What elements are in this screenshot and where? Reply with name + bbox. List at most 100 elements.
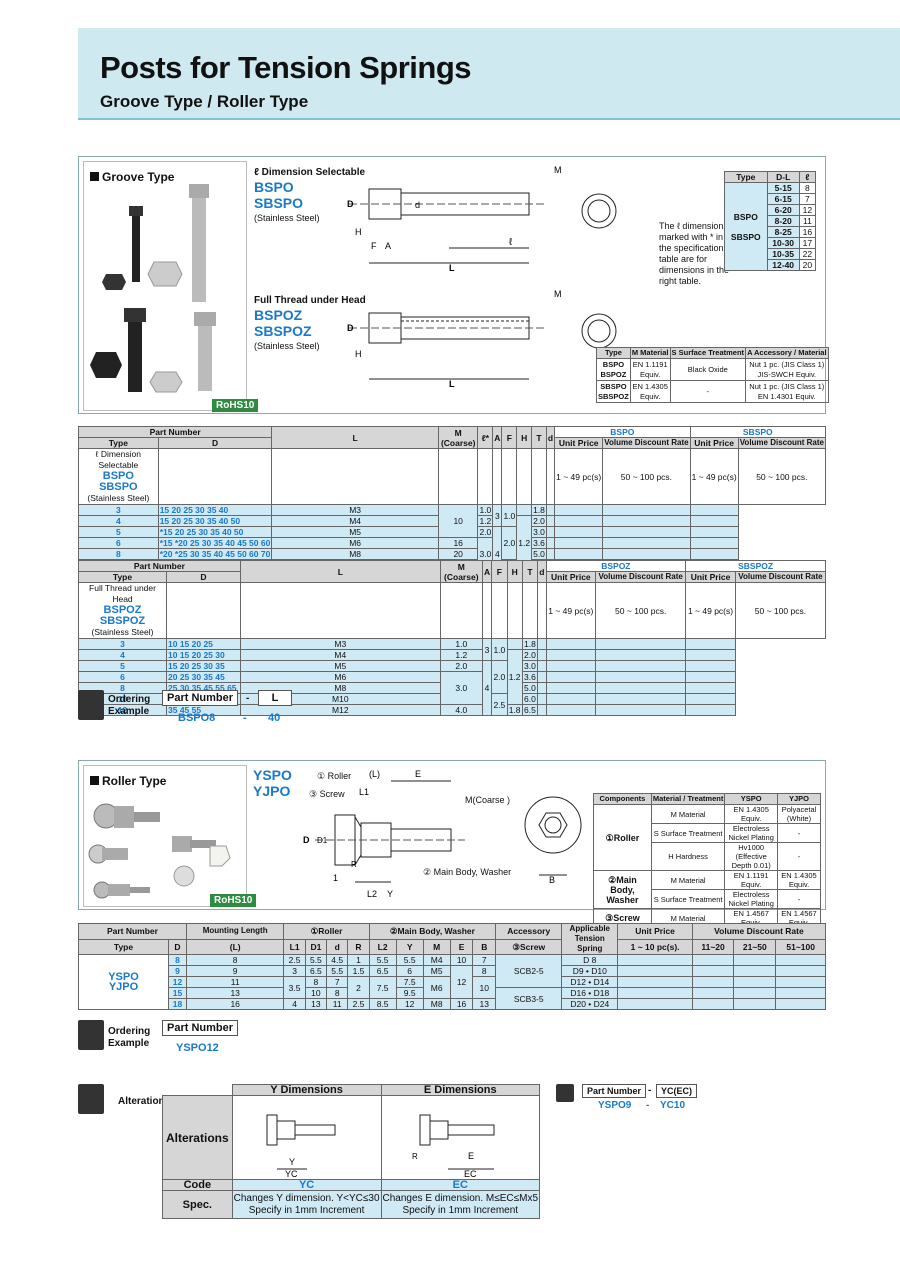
alt-order-icon	[556, 1084, 574, 1102]
t3-l2: 6.5	[368, 965, 397, 977]
t1-dd: 3.6	[531, 537, 547, 549]
price-cell	[691, 976, 735, 988]
price-cell	[595, 704, 687, 716]
t1-ell: 10	[437, 504, 479, 538]
t3-h-screw: ③Screw	[495, 938, 563, 955]
price-cell	[691, 954, 735, 966]
comp-cell: -	[777, 842, 821, 871]
price-cell	[545, 704, 597, 716]
comp-cell: EN 1.4305 Equiv.	[724, 804, 779, 824]
t3-h-v2: 21~50	[733, 938, 777, 955]
part-sbspo: SBSPO	[254, 195, 304, 211]
svg-text:H: H	[355, 227, 362, 237]
t1-l: 15 20 25 30 35 40 50	[157, 515, 273, 527]
t3-l1: 3	[283, 965, 306, 977]
dl-cell: 6-15	[766, 193, 800, 205]
t3-l1: 4	[283, 998, 306, 1010]
svg-text:M: M	[554, 289, 562, 299]
t2-h-bspoz: BSPOZ	[545, 560, 687, 572]
mat-h: Type	[596, 347, 631, 359]
y-dimension-drawing: YYC	[266, 1114, 336, 1179]
t3-h-ml: Mounting Length	[185, 923, 285, 940]
t3-l1: 2.5	[283, 954, 306, 966]
t2-qty: 1 ~ 49 pc(s)	[685, 582, 736, 639]
price-cell	[602, 548, 691, 560]
t3-b: 8	[472, 965, 497, 977]
part-bspo: BSPO	[254, 179, 294, 195]
t1-t	[516, 504, 533, 516]
t2-h-vdr: Volume Discount Rate	[734, 571, 827, 583]
price-cell	[602, 515, 691, 527]
t3-screw: SCB2-5	[495, 954, 563, 988]
price-cell	[554, 504, 604, 516]
mat-cell: -	[669, 380, 747, 403]
price-cell	[537, 693, 547, 705]
svg-text:A: A	[385, 241, 391, 251]
svg-text:EC: EC	[464, 1169, 477, 1177]
t1-h-f: F	[501, 426, 518, 449]
comp-name: ②Main Body, Washer	[593, 870, 652, 909]
alt-code-label: Code	[162, 1179, 233, 1191]
t3-h-D: D	[168, 938, 187, 955]
svg-text:ℓ: ℓ	[509, 237, 513, 248]
t1-d: 8	[78, 548, 159, 560]
svg-text:E: E	[415, 769, 421, 779]
t2-h: 1.0	[491, 638, 508, 661]
price-cell	[545, 693, 597, 705]
alt-row-label: Alterations	[162, 1095, 233, 1180]
t1-h-vdr: Volume Discount Rate	[602, 437, 691, 449]
svg-text:(L): (L)	[369, 769, 380, 779]
t3-d1: 13	[304, 998, 328, 1010]
t1-d: 4	[78, 515, 159, 527]
t3-d1: 10	[304, 987, 328, 999]
mat-cell: Nut 1 pc. (JIS Class 1) EN 1.4301 Equiv.	[745, 380, 829, 403]
t2-m: M12	[239, 704, 441, 716]
svg-text:L1: L1	[359, 787, 369, 797]
t3-h-roller: ①Roller	[283, 923, 370, 940]
t3-m: M8	[422, 998, 451, 1010]
price-cell	[685, 660, 736, 672]
price-cell	[733, 998, 777, 1010]
ord1-dash: -	[246, 693, 250, 704]
t2-h-up: Unit Price	[685, 571, 736, 583]
price-cell	[733, 965, 777, 977]
t3-h-up: Unit Price	[617, 923, 693, 940]
price-cell	[595, 693, 687, 705]
alt-h-e: E Dimensions	[380, 1084, 541, 1096]
price-cell	[685, 682, 736, 694]
comp-cell: -	[777, 889, 821, 909]
dl-h-ell: ℓ	[798, 171, 817, 183]
t3-spring: D20 • D24	[561, 998, 619, 1010]
t1-h-sbspo: SBSPO	[689, 426, 827, 438]
dl-cell: 8-25	[766, 226, 800, 238]
t1-d: 5	[78, 526, 159, 538]
bspoz-drawing: L DH M	[347, 289, 562, 387]
price-cell	[617, 954, 693, 966]
t1-a: 1.2	[477, 515, 494, 527]
t3-spring: D9 • D10	[561, 965, 619, 977]
t1-h-type: Type	[78, 437, 159, 449]
t3-h-Y: Y	[395, 938, 424, 955]
price-cell	[689, 526, 739, 538]
t1-dd: 3.0	[531, 526, 547, 538]
t3-l: 8	[185, 954, 285, 966]
t3-r: 2.5	[347, 998, 370, 1010]
mat-h: A Accessory / Material	[745, 347, 829, 359]
comp-cell: M Material	[650, 804, 726, 824]
t3-m: M4	[422, 954, 451, 966]
groove-photo-box: Groove Type RoHS10	[83, 161, 259, 412]
price-cell	[602, 526, 691, 538]
t3-y: 9.5	[395, 987, 424, 999]
t3-r: 1.5	[347, 965, 370, 977]
price-cell	[545, 537, 556, 549]
price-cell	[685, 638, 736, 650]
